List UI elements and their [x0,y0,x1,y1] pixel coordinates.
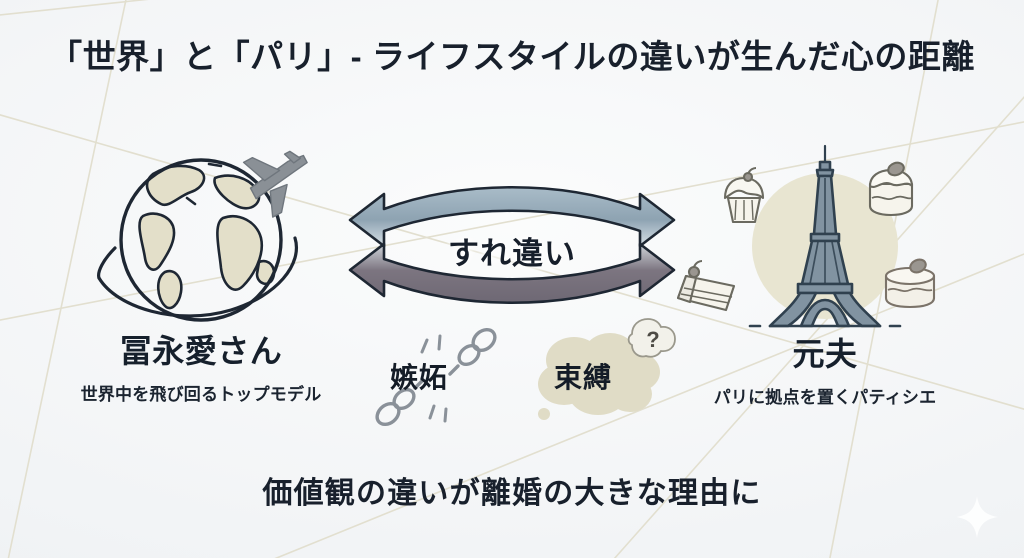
person-role: パリに拠点を置くパティシエ [713,388,937,407]
person-block-right: 元夫 パリに拠点を置くパティシエ [660,138,990,408]
cloud-question-mark: ? [646,327,659,352]
globe-airplane-icon [36,150,366,335]
mismatch-arrows-icon [348,186,676,304]
arrow-label: すれ違い [448,236,576,271]
person-role: 世界中を飛び回るトップモデル [80,385,322,404]
eiffel-tower-pastries-icon [660,138,990,338]
person-name: 元夫 [792,336,858,372]
person-block-left: 冨永愛さん 世界中を飛び回るトップモデル [36,150,366,405]
sparkle-icon [956,496,998,538]
keyword-jealousy: 嫉妬 [390,362,449,393]
broken-chain-icon [375,327,497,427]
conclusion-text: 価値観の違いが離婚の大きな理由に [262,477,762,510]
page-title: 「世界」と「パリ」- ライフスタイルの違いが生んだ心の距離 [49,38,975,75]
keyword-restriction: 束縛 [554,362,613,393]
person-name: 冨永愛さん [119,333,283,369]
